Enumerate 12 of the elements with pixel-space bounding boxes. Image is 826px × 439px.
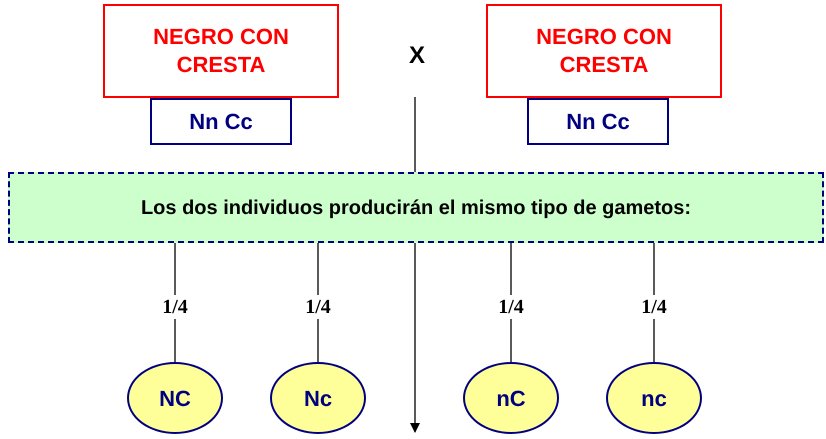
gamete-ellipse: nc xyxy=(606,362,702,434)
gamete-ellipse: Nc xyxy=(270,362,366,434)
cross-symbol: X xyxy=(409,42,426,70)
gamete-ellipse: nC xyxy=(463,362,559,434)
gamete-ellipse: NC xyxy=(127,362,223,434)
note-band: Los dos individuos producirán el mismo tipo de gametos: xyxy=(8,172,824,243)
genotype-box: Nn Cc xyxy=(527,98,669,145)
phenotype-box: NEGRO CON CRESTA xyxy=(486,4,722,98)
genotype-box: Nn Cc xyxy=(150,98,292,145)
connector-line xyxy=(414,97,416,172)
arrow xyxy=(410,243,420,433)
phenotype-box: NEGRO CON CRESTA xyxy=(103,4,339,98)
